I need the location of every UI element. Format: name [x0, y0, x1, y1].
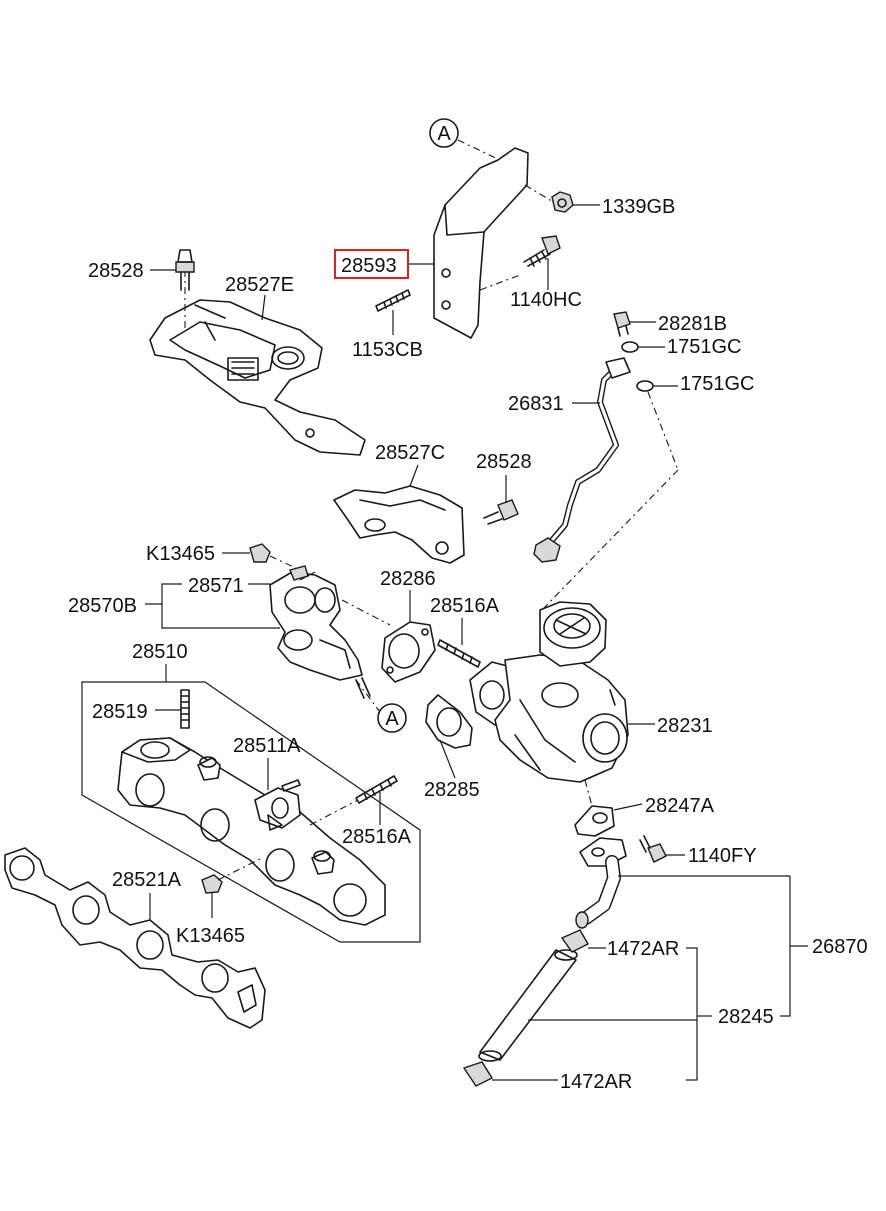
gasket-28285: [425, 694, 473, 779]
label-28281b: 28281B: [658, 313, 727, 335]
hose-28245: [478, 949, 697, 1062]
reference-circle-a-top: A: [429, 118, 501, 161]
reference-a-top-label: A: [437, 123, 451, 145]
stud-1153cb: [375, 289, 411, 335]
stud-28519: [155, 689, 190, 729]
label-1751gc-lower: 1751GC: [680, 373, 755, 395]
label-28286: 28286: [380, 568, 436, 590]
reference-a-bottom-label: A: [385, 708, 399, 730]
manifold-callout-box-28510: [81, 664, 421, 943]
reference-circle-a-bottom: A: [377, 703, 407, 733]
label-1751gc-upper: 1751GC: [667, 336, 742, 358]
label-28528-top: 28528: [88, 260, 144, 282]
label-28516a-lower: 28516A: [342, 826, 412, 848]
clamp-1472ar-upper: [560, 929, 606, 953]
label-1140hc: 1140HC: [510, 289, 582, 311]
label-28510: 28510: [132, 641, 188, 663]
gasket-28521a: [4, 847, 266, 1029]
label-k13465-lower: K13465: [176, 925, 245, 947]
bolt-1140fy: [639, 835, 685, 863]
label-28593: 28593: [341, 255, 397, 277]
oil-return-pipe-26870: [575, 837, 790, 929]
stud-28516a-lower: [309, 775, 398, 826]
exhaust-elbow-28571: [248, 565, 391, 713]
label-1472ar-lower: 1472AR: [560, 1071, 632, 1093]
bolt-28528-mid: [483, 475, 519, 525]
label-26831: 26831: [508, 393, 564, 415]
gasket-28286: [381, 590, 436, 683]
gasket-28247a: [574, 779, 643, 837]
washer-1751gc-upper: [621, 341, 665, 353]
callout-bracket-26870: [780, 876, 808, 1017]
label-1339gb: 1339GB: [602, 196, 675, 218]
label-28521a: 28521A: [112, 869, 182, 891]
label-28527c: 28527C: [375, 442, 445, 464]
callout-bracket-28245: [686, 947, 712, 1081]
label-28511a: 28511A: [233, 735, 301, 757]
exhaust-manifold-28511a: [117, 737, 386, 926]
label-28528-mid: 28528: [476, 451, 532, 473]
callout-bracket-28570b: [145, 583, 280, 629]
label-k13465-upper: K13465: [146, 543, 215, 565]
bolt-1140hc: [523, 235, 561, 290]
label-26870: 26870: [812, 936, 868, 958]
label-28527e: 28527E: [225, 274, 294, 296]
clamp-1472ar-lower: [462, 1061, 558, 1087]
nut-k13465-lower: [201, 857, 263, 918]
label-28285: 28285: [424, 779, 480, 801]
bolt-28528-top: [150, 249, 195, 291]
label-28516a-upper: 28516A: [430, 595, 500, 617]
nut-k13465-upper: [222, 543, 301, 571]
turbocharger-28231: [469, 601, 655, 783]
leader-lines: [261, 263, 434, 581]
label-1140fy: 1140FY: [688, 845, 757, 867]
label-28570b: 28570B: [68, 595, 137, 617]
label-28519: 28519: [92, 701, 148, 723]
heat-shield-28527c: [333, 464, 465, 564]
heat-shield-28527e: [149, 270, 366, 456]
label-28571: 28571: [188, 575, 244, 597]
label-1153cb: 1153CB: [352, 339, 423, 361]
stud-manifold-flange: [281, 779, 301, 792]
bracket-28593: [433, 147, 556, 339]
nut-1339gb: [551, 191, 600, 213]
label-28245: 28245: [718, 1006, 774, 1028]
washer-1751gc-lower: [636, 380, 678, 392]
label-28231: 28231: [657, 715, 713, 737]
label-1472ar-upper: 1472AR: [607, 938, 679, 960]
oil-feed-pipe-26831: [533, 357, 679, 613]
stud-28516a-upper: [437, 618, 481, 668]
banjo-bolt-28281b: [613, 311, 656, 337]
highlight-box-28593: [334, 249, 409, 279]
part-labels: 1339GB 28593 1140HC 28528 28527E 1153CB …: [68, 196, 868, 1093]
label-28247a: 28247A: [645, 795, 715, 817]
